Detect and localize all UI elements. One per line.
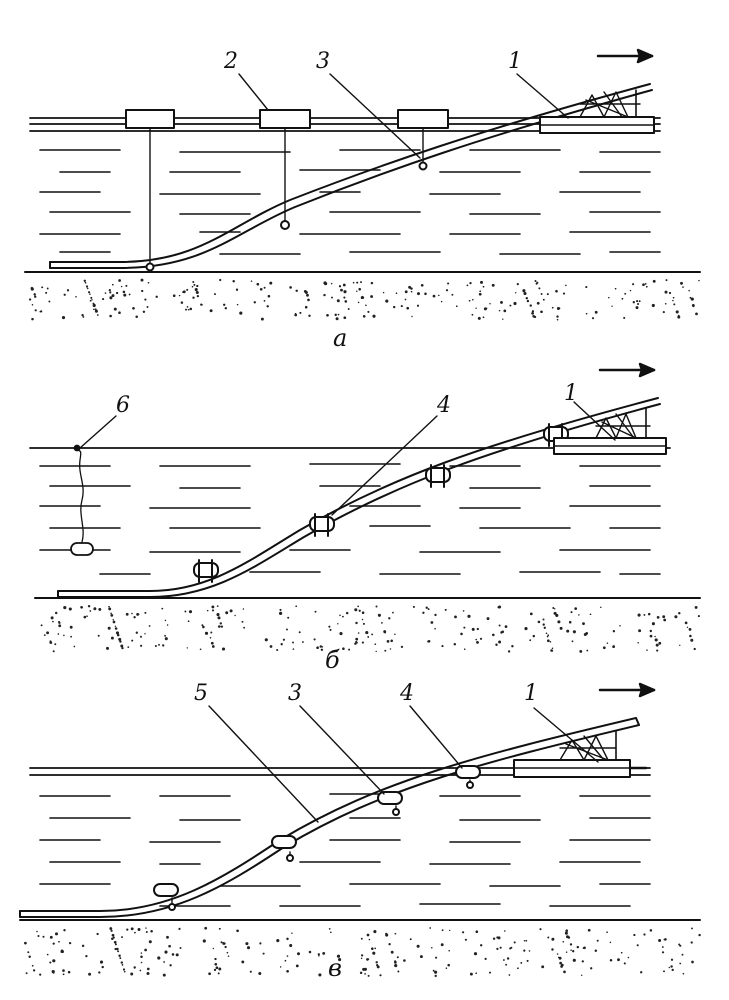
seabed-sand-v [24,926,701,978]
label-pontoon-v: 4 [399,681,414,706]
label-connector: 3 [316,49,330,74]
seabed-sand-b [40,604,700,653]
water-lines-a [29,117,661,255]
pontoons-b [193,423,569,583]
lay-vessel-b [553,407,667,455]
pontoons-v [153,765,481,911]
lay-vessel-v [513,730,648,778]
caption-v: в [328,954,342,982]
panel-b: 6 4 1 б [29,362,701,674]
leaders-b [79,401,616,516]
label-vessel-b: 1 [564,381,578,406]
label-vessel-v: 1 [524,681,538,706]
label-pontoon: 4 [436,393,451,418]
float-buoys-a [125,109,449,272]
label-connector-v: 3 [288,681,302,706]
caption-b: б [325,646,340,674]
panel-a: 2 3 1 а [24,48,701,352]
direction-arrow-a [596,48,654,64]
label-marker-buoy: 6 [116,393,130,418]
water-lines-b [29,447,671,575]
label-vessel: 1 [508,49,522,74]
leaders-v [208,705,599,823]
marker-buoy-b [70,444,94,556]
direction-arrow-b [598,362,656,378]
pipeline-b [57,397,661,598]
seabed-sand-a [28,278,700,321]
lay-vessel-a [539,89,655,134]
water-lines-v [29,767,651,907]
pipeline-a [49,83,653,269]
direction-arrow-v [598,682,656,698]
pipeline-v [19,717,640,918]
label-float: 2 [223,49,238,74]
panel-v: 5 3 4 1 в [19,681,701,982]
label-cable: 5 [194,681,208,706]
leaders-a [238,73,569,159]
caption-a: а [333,324,347,352]
